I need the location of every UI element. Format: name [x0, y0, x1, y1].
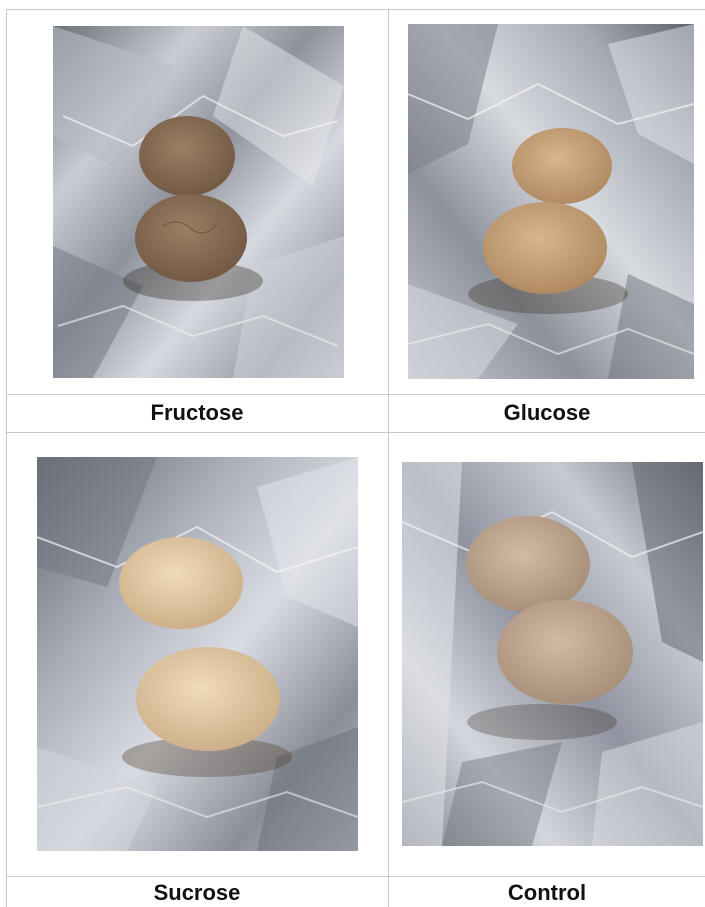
- caption-glucose: Glucose: [503, 400, 591, 425]
- row-divider-1: [6, 394, 705, 395]
- control-cookie-photo: [402, 462, 703, 846]
- row-divider-3: [6, 876, 705, 877]
- caption-fructose: Fructose: [150, 400, 244, 425]
- table-top-border: [6, 9, 705, 10]
- fructose-cookie-photo: [53, 26, 344, 378]
- table-left-border: [6, 9, 7, 907]
- caption-control: Control: [507, 880, 587, 905]
- table-center-divider: [388, 9, 389, 907]
- glucose-cookie-photo: [408, 24, 694, 379]
- sucrose-cookie-photo: [37, 457, 358, 851]
- caption-sucrose: Sucrose: [153, 880, 241, 905]
- row-divider-2: [6, 432, 705, 433]
